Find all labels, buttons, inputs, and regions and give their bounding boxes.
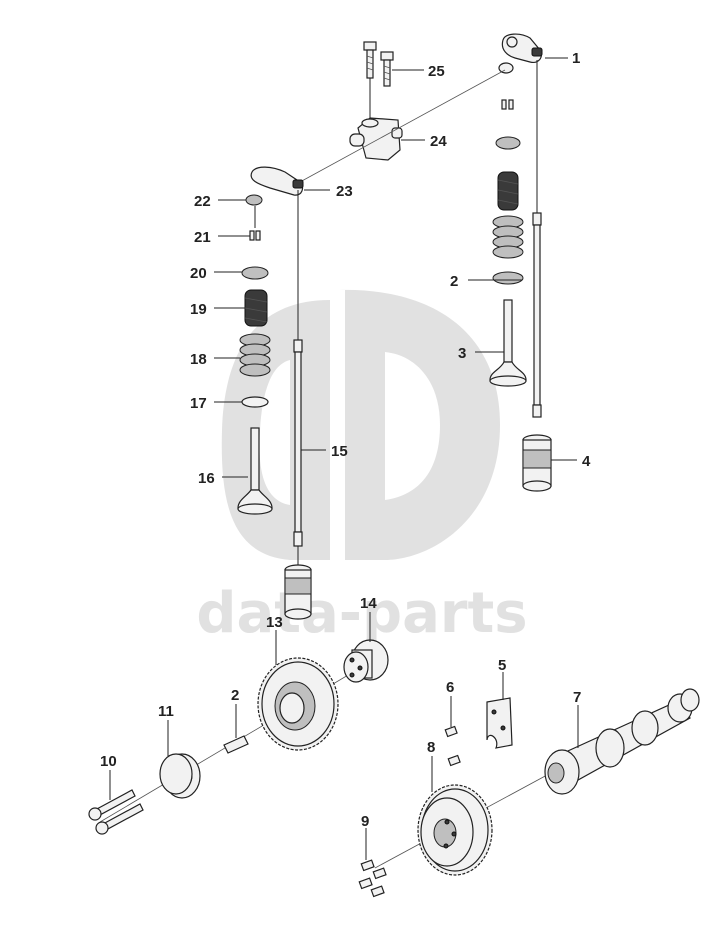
callout-21: 21 <box>194 229 211 246</box>
valve-right <box>489 299 527 387</box>
callout-16: 16 <box>198 470 215 487</box>
valve-spring-inner-right <box>497 171 519 211</box>
thrust-plate-5 <box>486 697 513 749</box>
callout-6: 6 <box>446 679 454 696</box>
flange-11 <box>159 753 201 799</box>
idler-gear-assembly <box>88 639 389 835</box>
callout-3: 3 <box>458 345 466 362</box>
callout-25: 25 <box>428 63 445 80</box>
callout-1: 1 <box>572 50 580 67</box>
rocker-arm-left <box>250 166 304 196</box>
valve-spring-outer-left <box>239 333 271 377</box>
callout-5: 5 <box>498 657 506 674</box>
valve-keepers-left <box>249 230 261 241</box>
valve-keepers-right <box>501 99 514 110</box>
callout-24: 24 <box>430 133 447 150</box>
callout-19: 19 <box>190 301 207 318</box>
watermark-logo <box>221 289 500 560</box>
bolt-25a <box>363 41 377 79</box>
rocker-support-assembly <box>299 41 506 183</box>
pushrod-right <box>532 60 542 418</box>
bolts-10 <box>88 789 144 835</box>
spring-retainer-right <box>495 136 521 150</box>
callout-labels: 1 2 3 4 15 16 17 18 19 20 21 22 23 24 25… <box>100 50 591 830</box>
valve-spring-outer-right <box>492 215 524 259</box>
callout-2-lower: 2 <box>231 687 239 704</box>
bolt-25b <box>380 51 394 87</box>
callout-13: 13 <box>266 614 283 631</box>
callout-11: 11 <box>158 703 174 720</box>
callout-18: 18 <box>190 351 207 368</box>
spring-retainer-left <box>241 266 269 280</box>
pin-2 <box>223 735 249 754</box>
callout-20: 20 <box>190 265 207 282</box>
left-valve-assembly <box>237 166 312 620</box>
valve-cap-left <box>245 194 263 206</box>
cam-gear-8 <box>417 784 493 876</box>
right-valve-assembly <box>489 33 552 492</box>
callout-22: 22 <box>194 193 211 210</box>
valve-spring-inner-left <box>244 289 268 327</box>
leader-lines <box>109 57 579 860</box>
pushrod-left <box>293 190 303 566</box>
tappet-left <box>284 564 312 620</box>
spring-seat-right <box>492 271 524 285</box>
rocker-arm-right <box>498 33 543 74</box>
callout-9: 9 <box>361 813 369 830</box>
callout-7: 7 <box>573 689 581 706</box>
callout-8: 8 <box>427 739 435 756</box>
callout-4: 4 <box>582 453 591 470</box>
callout-15: 15 <box>331 443 348 460</box>
callout-23: 23 <box>336 183 353 200</box>
idler-gear-13 <box>257 657 339 751</box>
callout-10: 10 <box>100 753 117 770</box>
rocker-support-24 <box>349 117 403 161</box>
screw-6 <box>444 725 461 767</box>
tappet-right <box>522 434 552 492</box>
spring-seat-left <box>241 396 269 408</box>
valve-left <box>237 427 273 515</box>
camshaft-7 <box>544 688 700 795</box>
callout-17: 17 <box>190 395 207 412</box>
callout-2-upper: 2 <box>450 273 458 290</box>
callout-14: 14 <box>360 595 377 612</box>
screws-9 <box>358 859 387 898</box>
gear-hub-14 <box>343 639 389 683</box>
camshaft-assembly <box>358 688 700 898</box>
watermark-text: data-parts <box>196 581 527 646</box>
